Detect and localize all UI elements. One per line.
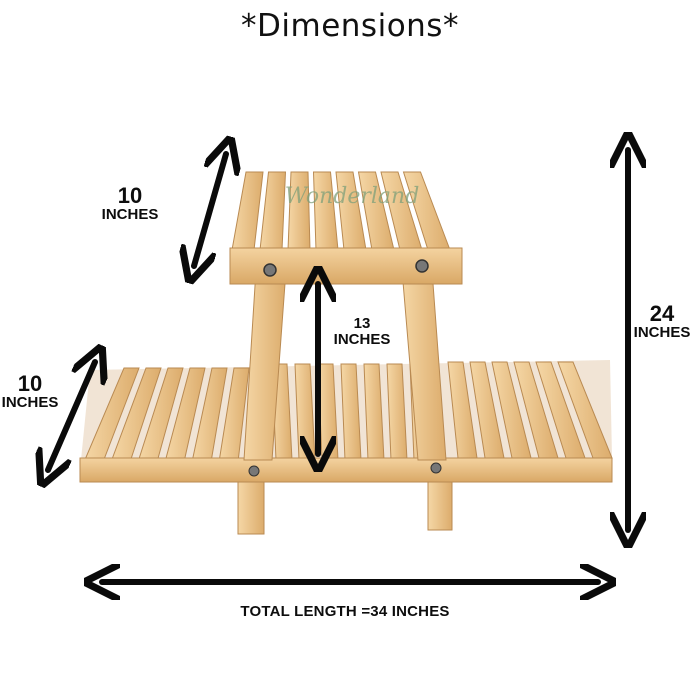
top-shelf [229,171,463,285]
label-total-height: 24 INCHES [628,302,696,341]
main-legs [243,269,447,461]
label-value: 10 [17,371,43,396]
lower-shelf [79,360,613,483]
label-side-depth: 10 INCHES [0,372,66,411]
brand-watermark: Wonderland [284,184,420,209]
label-unit: INCHES [1,394,59,412]
label-unit: INCHES [333,330,391,348]
arrow-top-shelf-height [194,154,226,266]
label-total-length: TOTAL LENGTH =34 INCHES [240,603,450,620]
label-value: 13 [353,315,371,332]
label-unit: INCHES [101,206,159,224]
page-title: *Dimensions* [241,8,459,44]
wood-slat [231,171,264,251]
arrow-side-depth [48,362,95,470]
dimension-arrows [48,150,628,582]
label-unit: INCHES [633,324,691,342]
label-leg-gap: 13 INCHES [322,316,402,348]
label-top-shelf-height: 10 INCHES [92,184,168,223]
label-value: 24 [649,301,675,326]
label-value: 10 [117,183,143,208]
